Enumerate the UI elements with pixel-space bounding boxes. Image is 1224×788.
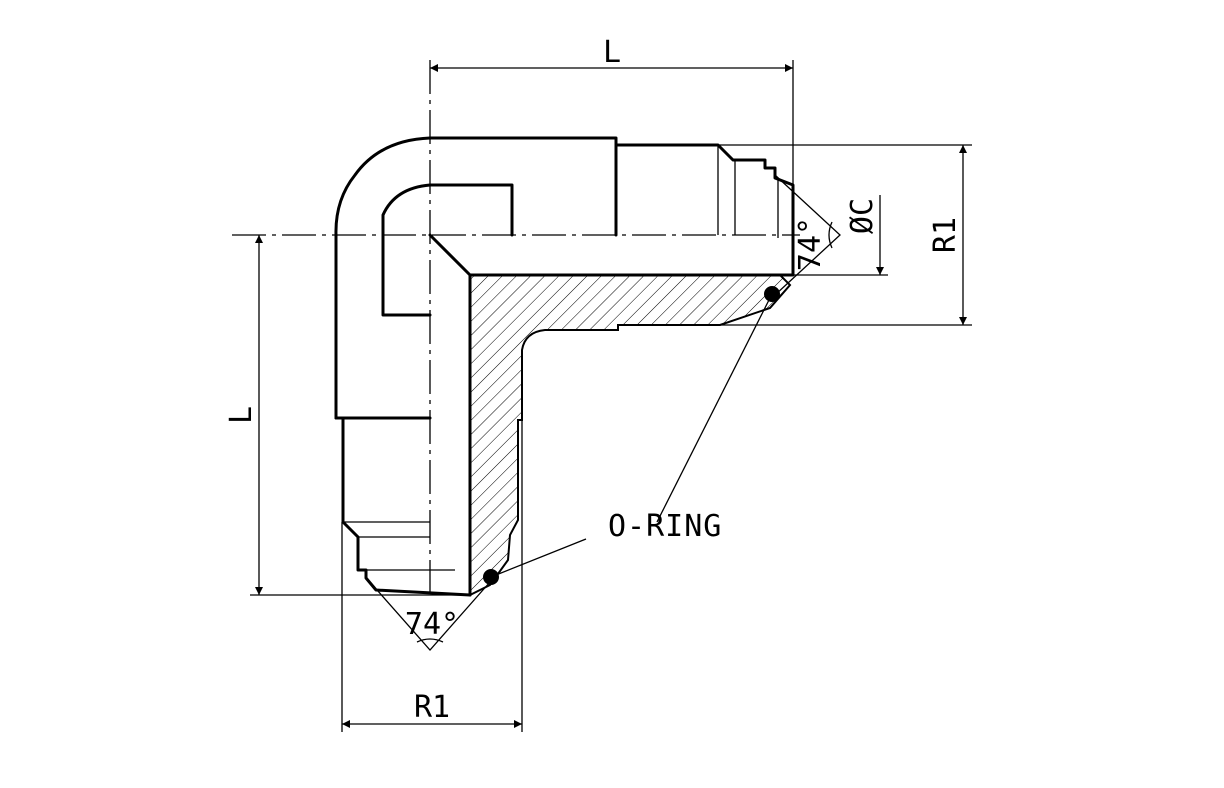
bottom-thread-inner	[343, 521, 455, 571]
elbow-outer-body	[334, 136, 618, 420]
right-cone-lines	[774, 174, 841, 296]
bottom-angle-label: 74°	[405, 607, 459, 642]
dim-left-l-label: L	[224, 406, 259, 424]
right-thread-end	[468, 143, 795, 277]
right-thread-inner	[717, 145, 779, 238]
oring-label: O-RING	[608, 509, 722, 544]
bottom-cone-arc	[416, 638, 444, 643]
right-cone-arc	[828, 221, 833, 249]
dim-bottom-r1-label: R1	[414, 690, 450, 725]
bottom-cone-lines	[369, 581, 491, 651]
hatched-section	[469, 274, 792, 597]
dim-right-r1-label: R1	[928, 217, 963, 253]
oring-leader-right	[656, 293, 773, 523]
bottom-thread-end	[341, 416, 472, 597]
elbow-diagonal	[428, 233, 472, 597]
oring-leader-bottom	[490, 538, 587, 578]
dim-top-l-label: L	[603, 35, 621, 70]
dim-diameter-c-label: ØC	[845, 198, 880, 234]
right-angle-label: 74°	[793, 217, 828, 271]
